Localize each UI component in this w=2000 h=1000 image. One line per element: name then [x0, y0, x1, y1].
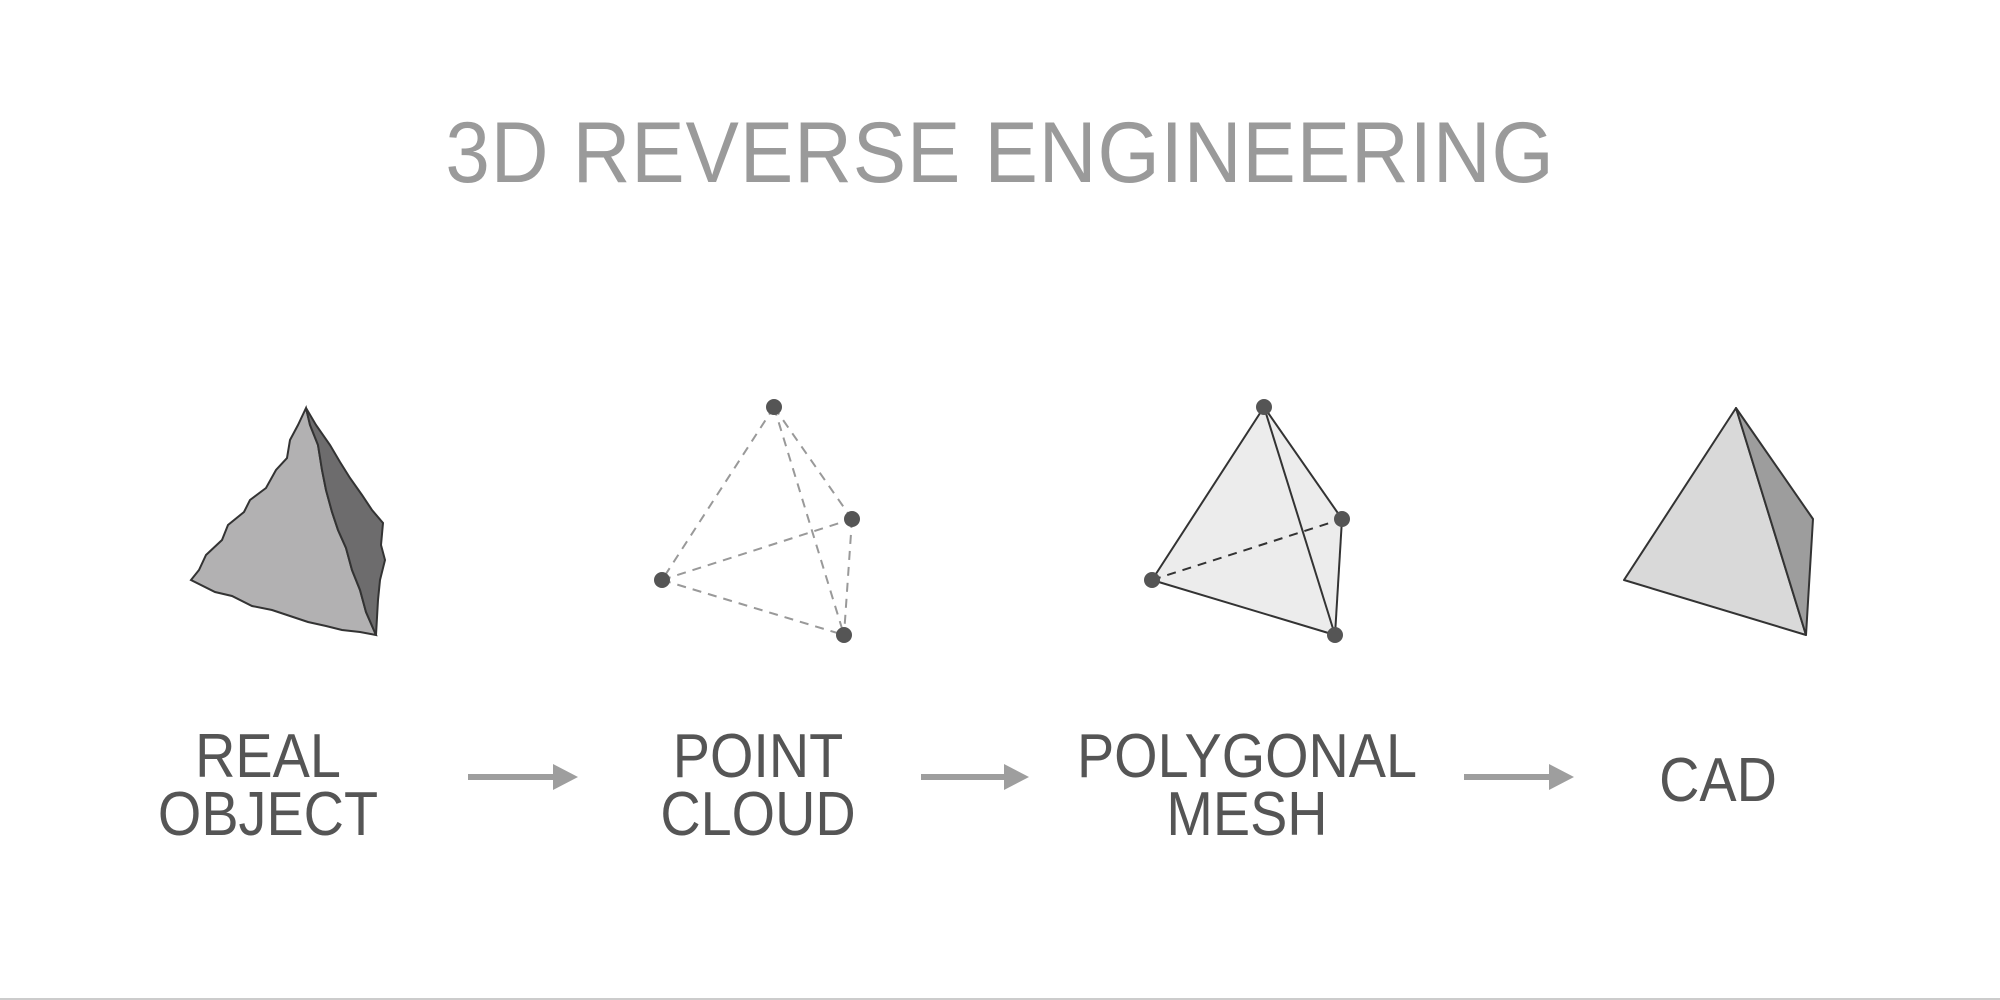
arrow-icon: [468, 764, 578, 790]
step-label-real-object: REAL OBJECT: [88, 722, 448, 849]
arrow-icon: [921, 764, 1029, 790]
vertex-point: [1327, 627, 1343, 643]
dashed-edge: [773, 406, 845, 636]
page-title: 3D REVERSE ENGINEERING: [445, 105, 1555, 201]
vertex-point: [1144, 572, 1160, 588]
label-line: CLOUD: [660, 780, 856, 849]
real-object-side-face: [305, 407, 387, 636]
vertex-point: [836, 627, 852, 643]
polygonal-mesh-tetrahedron: [1144, 399, 1350, 643]
label-line: POINT: [672, 722, 844, 791]
mesh-face: [1152, 407, 1342, 635]
step-label-cad: CAD: [1538, 746, 1898, 815]
dashed-edge: [661, 518, 853, 581]
step-label-point-cloud: POINT CLOUD: [578, 722, 938, 849]
dashed-edge: [773, 406, 853, 520]
vertex-point: [1334, 511, 1350, 527]
label-line: POLYGONAL: [1076, 722, 1418, 791]
vertex-point: [844, 511, 860, 527]
mesh-edge: [1263, 406, 1343, 520]
mesh-edge: [1151, 579, 1336, 636]
dashed-edge: [843, 518, 853, 636]
vertex-point: [1256, 399, 1272, 415]
dashed-edge: [661, 406, 775, 581]
arrow-icon: [1464, 764, 1574, 790]
mesh-edge: [1263, 406, 1336, 636]
label-line: MESH: [1166, 780, 1328, 849]
label-line: OBJECT: [157, 780, 379, 849]
point-cloud-vertices: [654, 399, 860, 643]
flow-arrows: [468, 764, 1574, 790]
hidden-edge: [1151, 518, 1343, 581]
vertex-point: [654, 572, 670, 588]
step-label-polygonal-mesh: POLYGONAL MESH: [1067, 722, 1427, 849]
point-cloud-tetrahedron: [661, 406, 853, 636]
label-line: REAL: [195, 722, 341, 791]
dashed-edge: [661, 579, 845, 636]
bottom-border: [0, 998, 2000, 1000]
label-line: CAD: [1659, 746, 1777, 815]
cad-tetrahedron: [1623, 407, 1814, 636]
real-object-tetrahedron: [189, 404, 387, 637]
vertex-point: [766, 399, 782, 415]
mesh-edge: [1334, 518, 1343, 636]
mesh-edge: [1151, 406, 1265, 581]
cad-side-face: [1735, 407, 1814, 636]
